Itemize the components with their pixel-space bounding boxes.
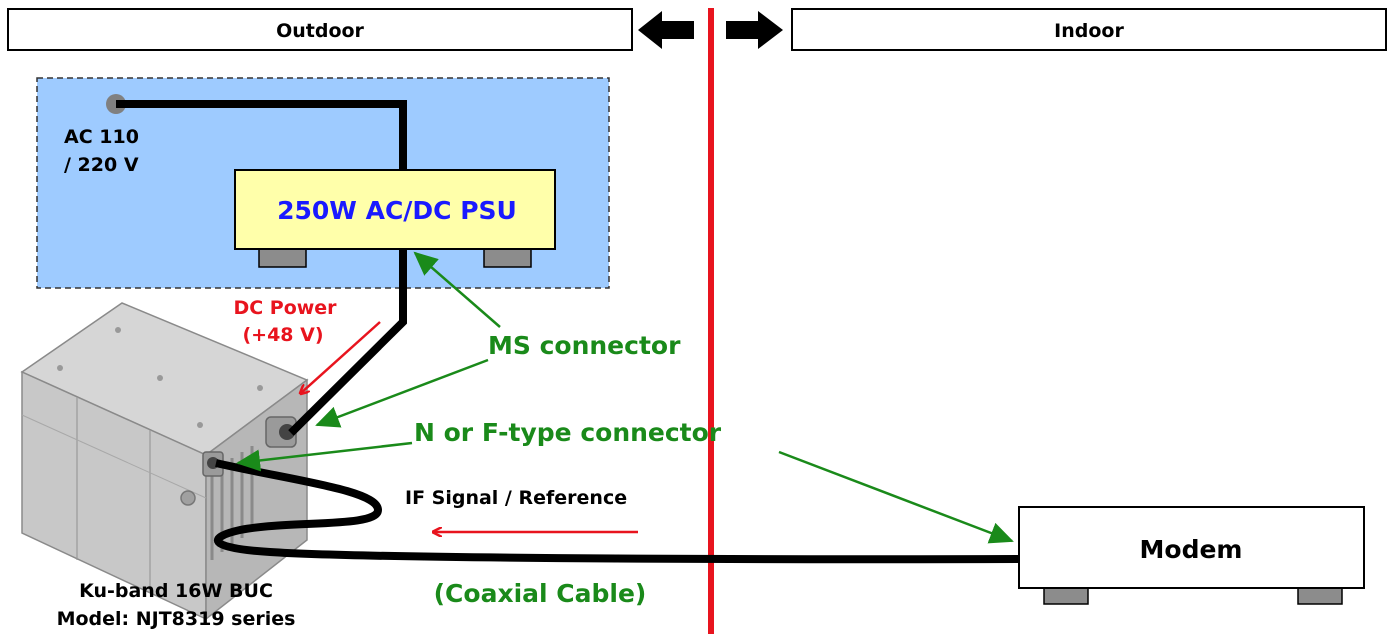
coaxial-cable (214, 459, 1021, 564)
n-connector-arrow-modem (778, 450, 1014, 544)
outdoor-header-bar (7, 8, 633, 51)
ms-connector-arrow-buc (315, 358, 489, 428)
coaxial-label: (Coaxial Cable) (434, 579, 647, 608)
psu-box (234, 169, 556, 250)
dc-power-label-line1: DC Power (233, 297, 337, 319)
ac-voltage-line2: / 220 V (64, 154, 139, 176)
modem-label: Modem (1140, 535, 1243, 564)
indoor-label: Indoor (1054, 20, 1124, 42)
ms-connector-label: MS connector (488, 331, 681, 360)
dc-power-cable (288, 249, 407, 436)
ac-voltage-line1: AC 110 (64, 126, 139, 148)
ac-cable (116, 100, 407, 170)
if-signal-label: IF Signal / Reference (405, 487, 627, 509)
dc-power-label-line2: (+48 V) (242, 324, 323, 346)
modem-foot-left (1043, 586, 1089, 605)
buc-caption-line1: Ku-band 16W BUC (79, 580, 273, 602)
dc-power-arrow (301, 321, 381, 393)
buc-device (20, 302, 309, 621)
modem-foot-right (1297, 586, 1343, 605)
n-connector-label: N or F-type connector (414, 418, 722, 447)
right-arrow-icon (726, 11, 783, 49)
outdoor-label: Outdoor (276, 20, 364, 42)
modem-box (1018, 506, 1365, 589)
n-connector-arrow-buc (236, 441, 413, 472)
left-arrow-icon (638, 11, 694, 49)
ms-connector-arrow-psu (413, 251, 501, 328)
psu-label: 250W AC/DC PSU (277, 196, 517, 225)
buc-caption-line2: Model: NJT8319 series (57, 608, 296, 630)
indoor-header-bar (791, 8, 1387, 51)
